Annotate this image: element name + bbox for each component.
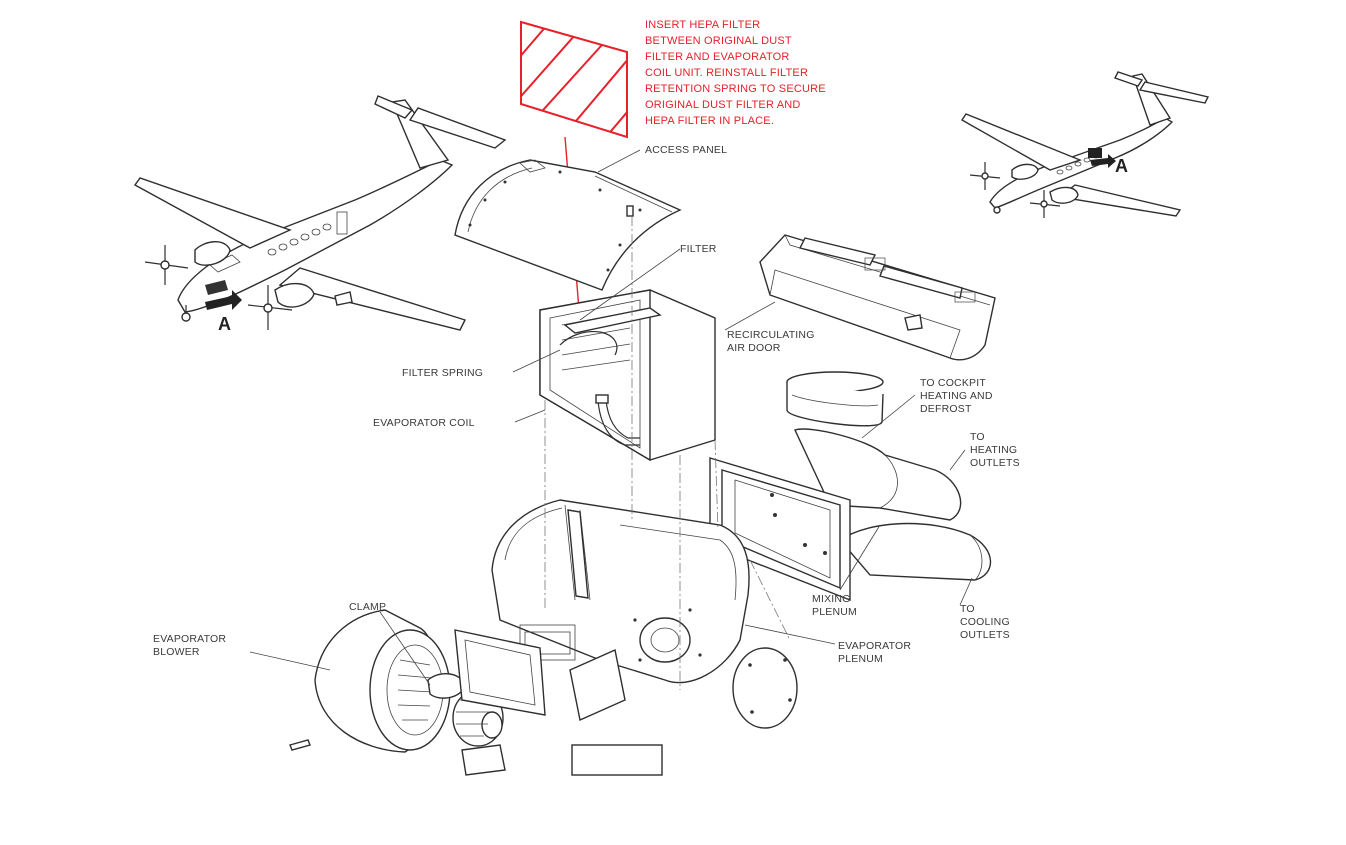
label-to-cooling-outlets: TO COOLING OUTLETS: [960, 603, 1013, 641]
aircraft-view-right: A: [961, 71, 1210, 218]
evaporator-coil-part: [539, 289, 716, 462]
note-line-6: ORIGINAL DUST FILTER AND: [645, 99, 801, 111]
view-label-right: A: [1115, 156, 1128, 176]
note-line-2: BETWEEN ORIGINAL DUST: [645, 35, 792, 47]
label-evaporator-plenum: EVAPORATOR PLENUM: [838, 640, 914, 665]
assembly-lines: [544, 216, 791, 690]
evaporator-blower-part: [289, 609, 663, 776]
note-line-7: HEPA FILTER IN PLACE.: [645, 115, 774, 127]
view-label-left: A: [218, 314, 231, 334]
leader-lines: [249, 149, 973, 686]
aircraft-view-left: A: [133, 95, 507, 334]
label-to-heating-outlets: TO HEATING OUTLETS: [970, 431, 1020, 469]
evaporator-plenum-part: [491, 499, 750, 721]
note-line-1: INSERT HEPA FILTER: [645, 19, 760, 31]
label-evaporator-blower: EVAPORATOR BLOWER: [153, 633, 229, 658]
label-to-cockpit: TO COCKPIT HEATING AND DEFROST: [920, 377, 996, 415]
label-mixing-plenum: MIXING PLENUM: [812, 593, 857, 618]
note-line-5: RETENTION SPRING TO SECURE: [645, 83, 826, 95]
recirculating-air-door-part: [759, 234, 996, 361]
label-filter: FILTER: [680, 243, 717, 255]
label-clamp: CLAMP: [349, 601, 386, 613]
hepa-instruction-note: INSERT HEPA FILTER BETWEEN ORIGINAL DUST…: [645, 19, 829, 127]
note-line-3: FILTER AND EVAPORATOR: [645, 51, 790, 63]
note-line-4: COIL UNIT. REINSTALL FILTER: [645, 67, 808, 79]
label-access-panel: ACCESS PANEL: [645, 144, 727, 156]
label-evaporator-coil: EVAPORATOR COIL: [373, 417, 475, 429]
cockpit-duct-part: [786, 371, 884, 427]
end-cap-part: [732, 647, 798, 729]
view-arrow-right: [1090, 154, 1116, 168]
label-recirculating-air-door: RECIRCULATING AIR DOOR: [727, 329, 818, 354]
access-panel-part: [454, 159, 682, 291]
label-filter-spring: FILTER SPRING: [402, 367, 483, 379]
view-arrow-left: [205, 290, 242, 310]
mixing-plenum-part: [709, 428, 992, 602]
